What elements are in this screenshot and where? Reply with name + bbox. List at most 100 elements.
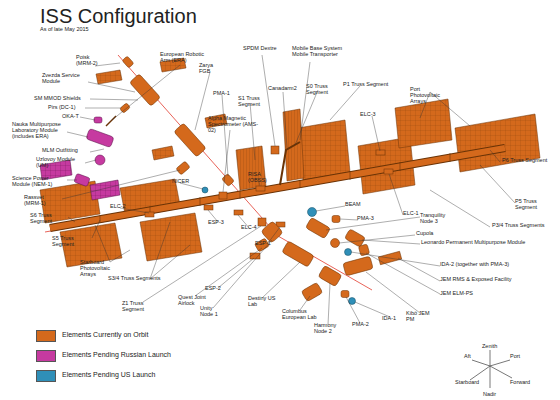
callout-label: Pirs (DC-1) <box>48 105 84 111</box>
callout-label: Starboard <box>455 380 485 386</box>
callout-label: As of late May 2015 <box>40 27 120 33</box>
callout-label: P1 Truss Segment <box>343 82 395 88</box>
dextre-robot <box>271 146 279 154</box>
callout-label: Zarya FGB <box>199 63 223 75</box>
diagram-title: ISS Configuration <box>40 5 197 28</box>
legend-swatch <box>36 370 56 382</box>
legend-text: Elements Pending US Launch <box>62 371 155 378</box>
callout-label: Nadir <box>483 392 508 398</box>
callout-label: Poisk (MRM-2) <box>76 55 100 67</box>
module <box>122 56 134 68</box>
callout-label: PMA-3 <box>357 216 379 222</box>
callout-label: Uzlovoy Module (UM) <box>36 157 86 169</box>
module <box>95 155 105 165</box>
callout-label: IDA-2 (together with PMA-3) <box>440 262 510 268</box>
callout-label: JEM RMS & Exposed Facility <box>440 277 530 283</box>
solar-array <box>298 120 350 180</box>
elc-carrier <box>234 210 243 215</box>
module <box>174 123 206 157</box>
callout-label: ELC-4 <box>241 225 263 231</box>
callout-label: P5 Truss Segment <box>515 199 551 211</box>
elc-carrier <box>145 212 154 217</box>
module <box>343 256 373 276</box>
module <box>308 208 317 217</box>
callout-label: Columbus European Lab <box>282 309 322 321</box>
module <box>282 241 314 267</box>
axis-line <box>45 55 510 290</box>
callout-label: ESP-2 <box>205 286 227 292</box>
obss-boom <box>256 186 265 191</box>
solar-array <box>90 180 120 200</box>
callout-label: Mobile Base System Mobile Transporter <box>292 46 348 58</box>
module <box>86 128 114 147</box>
module <box>344 229 365 248</box>
ams-experiment <box>219 192 227 199</box>
callout-label: S3/4 Truss Segments <box>108 276 168 282</box>
module <box>94 117 102 123</box>
callout-label: MLM Outfitting <box>42 148 90 154</box>
solar-array <box>96 70 122 84</box>
truss-outline <box>50 148 505 228</box>
module <box>332 216 340 223</box>
callout-label: Alpha Magnetic Spectrometer (AMS-02) <box>208 116 264 133</box>
callout-label: Harmony Node 2 <box>314 323 344 335</box>
callout-label: Rassvet (MRM-1) <box>24 195 62 207</box>
solar-array <box>140 213 202 261</box>
callout-label: Tranquility Node 3 <box>420 213 456 225</box>
callout-label: ELC-2 <box>110 204 132 210</box>
elc-carrier <box>384 169 393 174</box>
callout-label: Z1 Truss Segment <box>122 301 152 313</box>
callout-label: S0 Truss Segment <box>306 84 334 96</box>
callout-label: Starboard Photovoltaic Arrays <box>80 260 120 277</box>
esp-platform <box>250 253 260 259</box>
radiator <box>236 146 266 190</box>
module <box>120 103 131 113</box>
callout-label: Zvezda Service Module <box>42 73 88 85</box>
callout-label: PMA-2 <box>352 322 374 328</box>
leader-lines <box>62 55 515 325</box>
callout-label: Aft <box>464 354 479 360</box>
callout-label: NICER <box>172 179 194 185</box>
module <box>345 249 352 256</box>
callout-label: Destiny US Lab <box>248 296 278 308</box>
callout-label: Kibō JEM PM <box>406 311 430 323</box>
callout-label: SM MMOD Shields <box>34 96 90 102</box>
callout-label: RISA (OBSS) <box>248 172 274 184</box>
callout-label: Port Photovoltaic Arrays <box>410 87 450 104</box>
callout-label: Port <box>510 354 530 360</box>
module <box>258 218 266 226</box>
module <box>176 161 190 175</box>
solar-array <box>455 114 540 172</box>
legend-swatch <box>36 330 56 342</box>
module <box>341 291 349 298</box>
truss <box>50 148 505 228</box>
callout-label: JEM ELM-PS <box>440 291 490 297</box>
legend-text: Elements Currently on Orbit <box>62 331 148 338</box>
callout-label: Cupola <box>416 231 446 237</box>
callout-label: P6 Truss Segment <box>502 158 558 164</box>
callout-label: Quest Joint Airlock <box>178 295 218 307</box>
solar-array <box>395 99 452 148</box>
callout-label: Nauka Multipurpose Laboratory Module (in… <box>12 122 68 139</box>
callout-label: Science Power Module (NEM-1) <box>12 176 68 188</box>
callout-label: PMA-1 <box>213 91 235 97</box>
callout-label: SPDM Dextre <box>243 46 281 52</box>
esp-platform <box>204 205 213 210</box>
callout-label: Canadarm2 <box>268 86 302 92</box>
callout-label: ELC-1 <box>403 211 425 217</box>
callout-label: ESP-3 <box>208 220 230 226</box>
callout-label: ELC-3 <box>360 112 382 118</box>
callout-label: S1 Truss Segment <box>238 96 266 108</box>
callout-label: S5 Truss Segment <box>52 236 90 248</box>
callout-label: IDA-1 <box>382 316 404 322</box>
legend-text: Elements Pending Russian Launch <box>62 351 171 358</box>
callout-label: European Robotic Arm (ERA) <box>160 52 210 64</box>
callout-label: Leonardo Permanent Multipurpose Module <box>421 240 531 246</box>
legend-swatch <box>36 350 56 362</box>
nicer-experiment <box>202 187 208 193</box>
module <box>305 217 330 238</box>
module <box>301 282 323 301</box>
callout-label: ESP-1 <box>255 241 277 247</box>
solar-array <box>152 146 174 160</box>
